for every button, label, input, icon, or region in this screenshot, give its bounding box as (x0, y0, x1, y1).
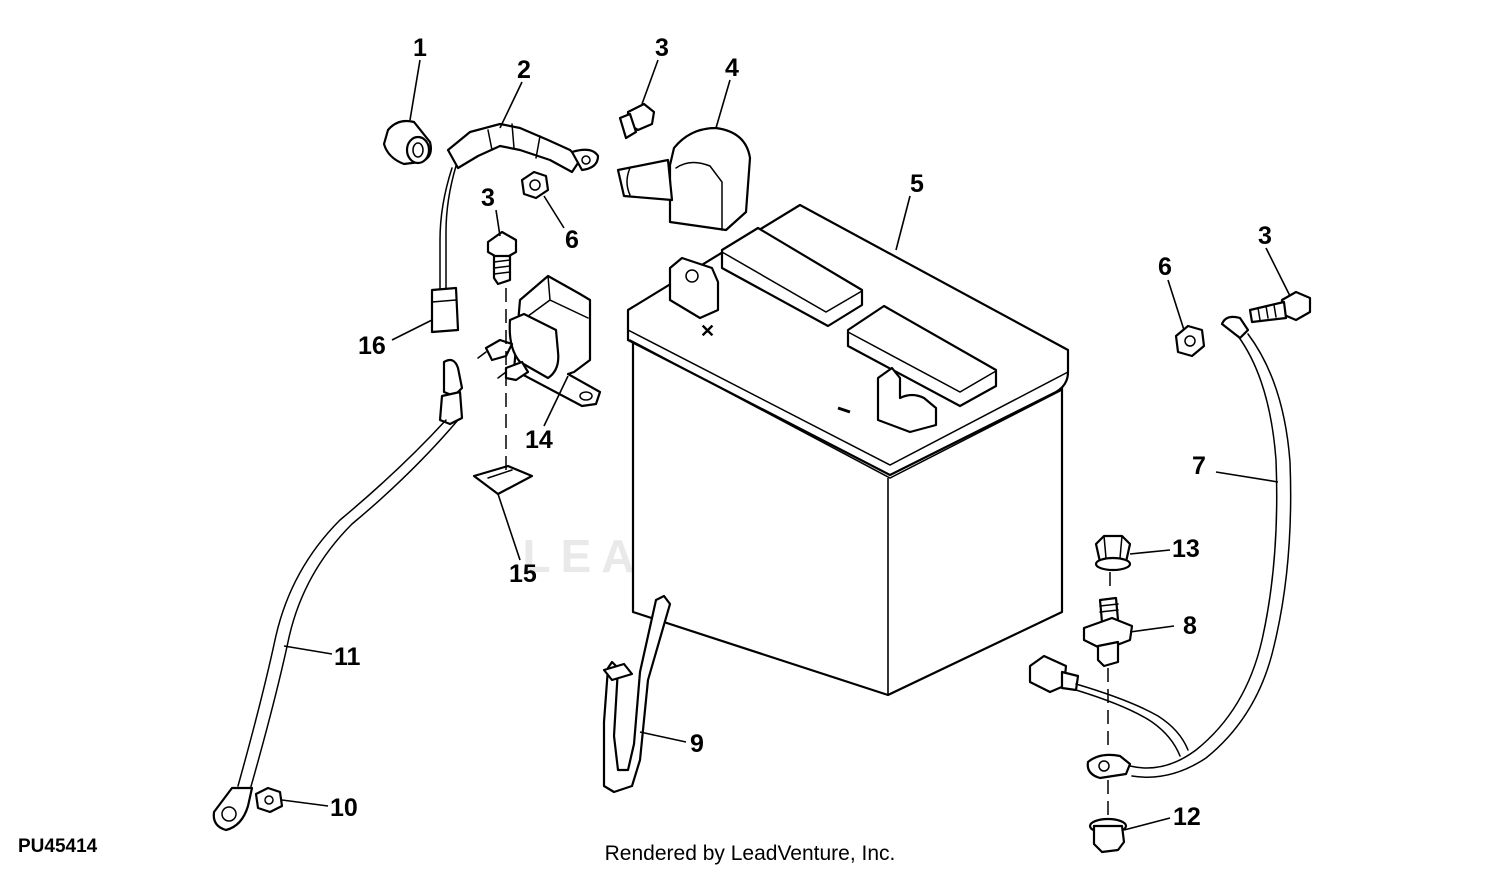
terminal-boot-part-4[interactable] (616, 126, 752, 232)
solenoid-part-14[interactable] (477, 274, 602, 408)
clip-part-1[interactable] (382, 119, 432, 166)
negative-cable-part-7[interactable] (1086, 315, 1292, 780)
callout-8: 8 (1183, 612, 1197, 640)
battery-part-5[interactable]: ✕ (626, 203, 1070, 697)
flange-nut-part-12[interactable] (1088, 817, 1128, 854)
ground-pigtail[interactable] (1028, 654, 1189, 757)
callout-3-right: 3 (1258, 222, 1272, 250)
callout-6-right: 6 (1158, 253, 1172, 281)
callouts: 1 2 3 4 5 3 6 3 6 16 14 7 13 15 8 11 9 1… (330, 34, 1272, 831)
positive-symbol-icon: ✕ (700, 321, 715, 341)
callout-15: 15 (509, 560, 537, 588)
bolt-part-3-right[interactable] (1248, 290, 1312, 324)
callout-2: 2 (517, 56, 531, 84)
callout-11: 11 (334, 643, 361, 671)
flange-nut-part-13[interactable] (1094, 534, 1132, 572)
callout-16: 16 (358, 332, 386, 360)
callout-13: 13 (1172, 535, 1200, 563)
callout-9: 9 (690, 730, 704, 758)
wire-harness-part-2[interactable] (430, 122, 600, 334)
leader-lines (281, 59, 1291, 831)
figure-id: PU45414 (18, 836, 98, 857)
clip-nut-part-15[interactable] (472, 464, 534, 496)
ground-stud-part-8[interactable] (1082, 596, 1134, 668)
positive-cable-part-11[interactable] (212, 358, 464, 832)
callout-14: 14 (525, 426, 553, 454)
bolt-part-3-top[interactable] (618, 102, 656, 140)
callout-6-top: 6 (565, 226, 579, 254)
callout-7: 7 (1192, 452, 1206, 480)
callout-12: 12 (1173, 803, 1201, 831)
callout-3-top: 3 (655, 34, 669, 62)
nut-part-6-top[interactable] (520, 170, 550, 200)
hold-down-strap-part-9[interactable] (602, 594, 672, 794)
nut-part-6-right[interactable] (1174, 324, 1206, 358)
callout-10: 10 (330, 794, 358, 822)
callout-4: 4 (725, 54, 739, 82)
nut-part-10[interactable] (254, 786, 284, 814)
callout-3-solenoid: 3 (481, 184, 495, 212)
negative-symbol-icon (837, 406, 851, 414)
bolt-part-3-solenoid[interactable] (486, 230, 518, 286)
callout-5: 5 (910, 170, 924, 198)
render-credit: Rendered by LeadVenture, Inc. (604, 842, 896, 865)
callout-1: 1 (413, 34, 427, 62)
